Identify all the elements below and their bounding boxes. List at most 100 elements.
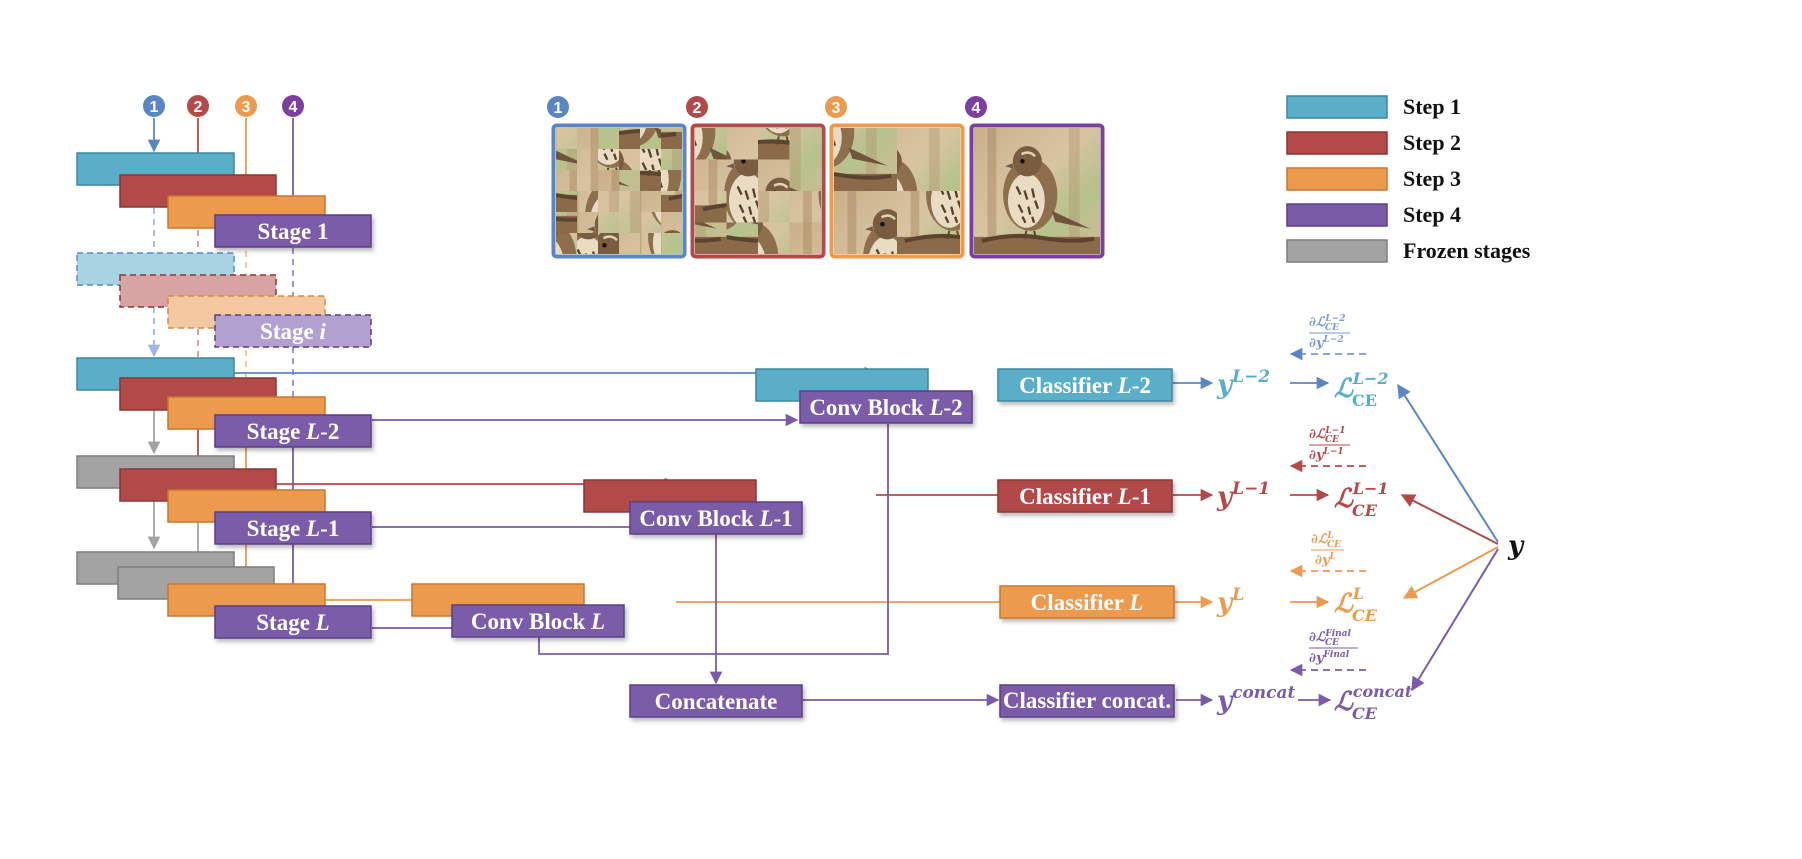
legend-label: Step 4 xyxy=(1403,202,1461,227)
frame-border xyxy=(829,123,965,259)
svg-text:∂yL−1: ∂yL−1 xyxy=(1309,447,1344,463)
frame-marker: 2 xyxy=(686,96,708,118)
target-y-label: y xyxy=(1507,531,1525,561)
svg-text:∂yL−2: ∂yL−2 xyxy=(1309,335,1344,351)
legend-swatch xyxy=(1286,239,1388,263)
target-to-loss-l2 xyxy=(1397,383,1499,543)
legend-swatch xyxy=(1286,167,1388,191)
svg-text:∂ℒL−2CE: ∂ℒL−2CE xyxy=(1309,314,1345,333)
legend-label: Step 2 xyxy=(1403,130,1461,155)
stage-l-stack: Stage L xyxy=(76,551,372,639)
step-marker-1: 1 xyxy=(143,95,165,117)
legend-swatch xyxy=(1286,131,1388,155)
stage-i-block: Stage i xyxy=(214,314,372,348)
stage-l1-stack: Stage L-1 xyxy=(76,455,372,545)
convblock-l2-to-concat xyxy=(624,424,889,655)
jigsaw-frame-4: 4 xyxy=(965,96,1105,259)
svg-text:1: 1 xyxy=(150,99,159,116)
svg-text:Stage L: Stage L xyxy=(256,610,329,635)
svg-text:2: 2 xyxy=(194,99,203,116)
svg-text:Stage i: Stage i xyxy=(260,319,326,344)
output-y-l2: yL−2 xyxy=(1216,367,1270,400)
svg-text:Classifier L-2: Classifier L-2 xyxy=(1019,373,1151,398)
svg-text:4: 4 xyxy=(972,100,981,117)
frame-border xyxy=(969,123,1105,259)
jigsaw-frame-3: 3 xyxy=(825,96,965,259)
legend-swatch xyxy=(1286,95,1388,119)
jigsaw-images: 1 2 3 4 xyxy=(547,96,1105,259)
legend-item: Step 4 xyxy=(1286,202,1461,227)
target-to-loss-concat xyxy=(1411,548,1499,692)
stage-l-block: Stage L xyxy=(214,605,372,639)
svg-text:Stage L-1: Stage L-1 xyxy=(247,516,340,541)
frame-marker: 4 xyxy=(965,96,987,118)
svg-text:Concatenate: Concatenate xyxy=(655,689,778,714)
stage-l2-block: Stage L-2 xyxy=(214,414,372,448)
legend: Step 1 Step 2 Step 3 Step 4 Frozen stages xyxy=(1286,94,1531,263)
classifier-l: Classifier L xyxy=(999,585,1175,619)
frame-marker: 3 xyxy=(825,96,847,118)
frame-border xyxy=(690,123,826,259)
conv-block-l1-group: Conv Block L-1 xyxy=(583,479,803,535)
stage-1-block: Stage 1 xyxy=(214,214,372,248)
legend-item: Step 3 xyxy=(1286,166,1461,191)
svg-text:Conv Block L-1: Conv Block L-1 xyxy=(639,506,792,531)
svg-text:Stage 1: Stage 1 xyxy=(258,219,329,244)
step-marker-3: 3 xyxy=(235,95,257,117)
svg-text:1: 1 xyxy=(554,100,563,117)
legend-swatch xyxy=(1286,203,1388,227)
conv-block-l1: Conv Block L-1 xyxy=(629,501,803,535)
target-to-loss-l xyxy=(1402,546,1499,599)
legend-item: Frozen stages xyxy=(1286,238,1531,263)
step-marker-2: 2 xyxy=(187,95,209,117)
svg-text:Classifier concat.: Classifier concat. xyxy=(1003,688,1171,713)
jigsaw-frame-2: 2 xyxy=(686,96,826,259)
svg-text:4: 4 xyxy=(289,99,298,116)
svg-text:∂yL: ∂yL xyxy=(1315,552,1336,568)
svg-text:2: 2 xyxy=(693,100,702,117)
frame-border xyxy=(551,123,687,259)
legend-label: Step 3 xyxy=(1403,166,1461,191)
svg-text:Conv Block L-2: Conv Block L-2 xyxy=(809,395,962,420)
legend-label: Frozen stages xyxy=(1403,238,1531,263)
bird-image xyxy=(974,128,1100,254)
jigsaw-frame-1: 1 xyxy=(547,96,687,259)
svg-text:∂yFinal: ∂yFinal xyxy=(1309,650,1350,666)
svg-text:Classifier L-1: Classifier L-1 xyxy=(1019,484,1151,509)
stage-1-stack: Stage 1 xyxy=(76,152,372,248)
svg-text:Classifier L: Classifier L xyxy=(1031,590,1144,615)
output-y-l1: yL−1 xyxy=(1216,479,1270,512)
classifier-l2: Classifier L-2 xyxy=(997,368,1173,402)
stage-i-stack: Stage i xyxy=(76,252,372,348)
frame-marker: 1 xyxy=(547,96,569,118)
legend-label: Step 1 xyxy=(1403,94,1461,119)
step-marker-4: 4 xyxy=(282,95,304,117)
conv-block-l-group: Conv Block L xyxy=(411,583,625,638)
conv-block-l2: Conv Block L-2 xyxy=(799,390,973,424)
target-to-loss-l1 xyxy=(1400,494,1499,545)
conv-block-l: Conv Block L xyxy=(451,604,625,638)
concatenate-block: Concatenate xyxy=(629,684,803,718)
svg-text:∂ℒL−1CE: ∂ℒL−1CE xyxy=(1309,426,1345,445)
output-y-l: yL xyxy=(1216,585,1244,618)
svg-text:3: 3 xyxy=(242,99,251,116)
convblock-l-to-concat xyxy=(538,637,624,655)
classifier-concat: Classifier concat. xyxy=(999,684,1175,718)
stage-l1-block: Stage L-1 xyxy=(214,511,372,545)
svg-text:Conv Block L: Conv Block L xyxy=(471,609,605,634)
classifier-l1: Classifier L-1 xyxy=(997,479,1173,513)
step-markers: 1 2 3 4 xyxy=(143,95,304,117)
legend-item: Step 2 xyxy=(1286,130,1461,155)
svg-text:3: 3 xyxy=(832,100,841,117)
